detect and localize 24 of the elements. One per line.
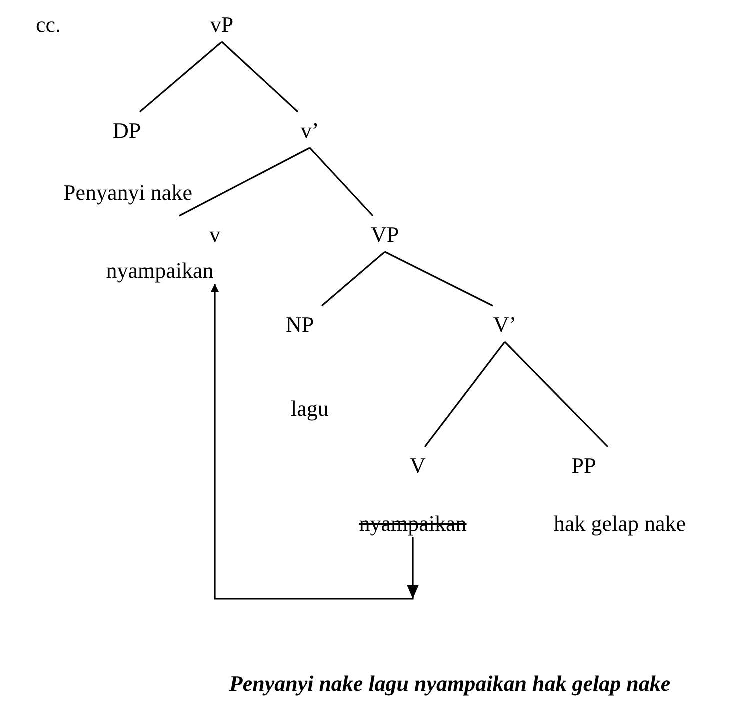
word-label: hak gelap nake	[553, 511, 687, 537]
tree-branch	[139, 41, 223, 113]
category-label: VP	[370, 222, 400, 248]
tree-branch	[309, 147, 374, 217]
sentence-caption: Penyanyi nake lagu nyampaikan hak gelap nake	[228, 671, 672, 697]
category-label: v’	[300, 118, 320, 144]
tree-branch	[179, 147, 310, 217]
category-label: V	[409, 453, 427, 479]
category-label: NP	[284, 312, 316, 338]
category-label: vP	[209, 12, 235, 38]
struck-word: nyampaikan	[358, 511, 468, 537]
tree-branch	[504, 341, 609, 448]
category-label: PP	[570, 453, 598, 479]
tree-branch	[321, 251, 386, 307]
tree-branch	[384, 251, 494, 307]
tree-branch	[221, 41, 299, 113]
category-label: V’	[492, 312, 518, 338]
tree-branch	[424, 342, 506, 448]
example-number: cc.	[36, 12, 62, 38]
word-label: lagu	[290, 396, 330, 422]
word-label: Penyanyi nake	[62, 180, 194, 206]
category-label: DP	[112, 118, 142, 144]
word-label: nyampaikan	[105, 258, 215, 284]
category-label: v	[208, 222, 222, 248]
